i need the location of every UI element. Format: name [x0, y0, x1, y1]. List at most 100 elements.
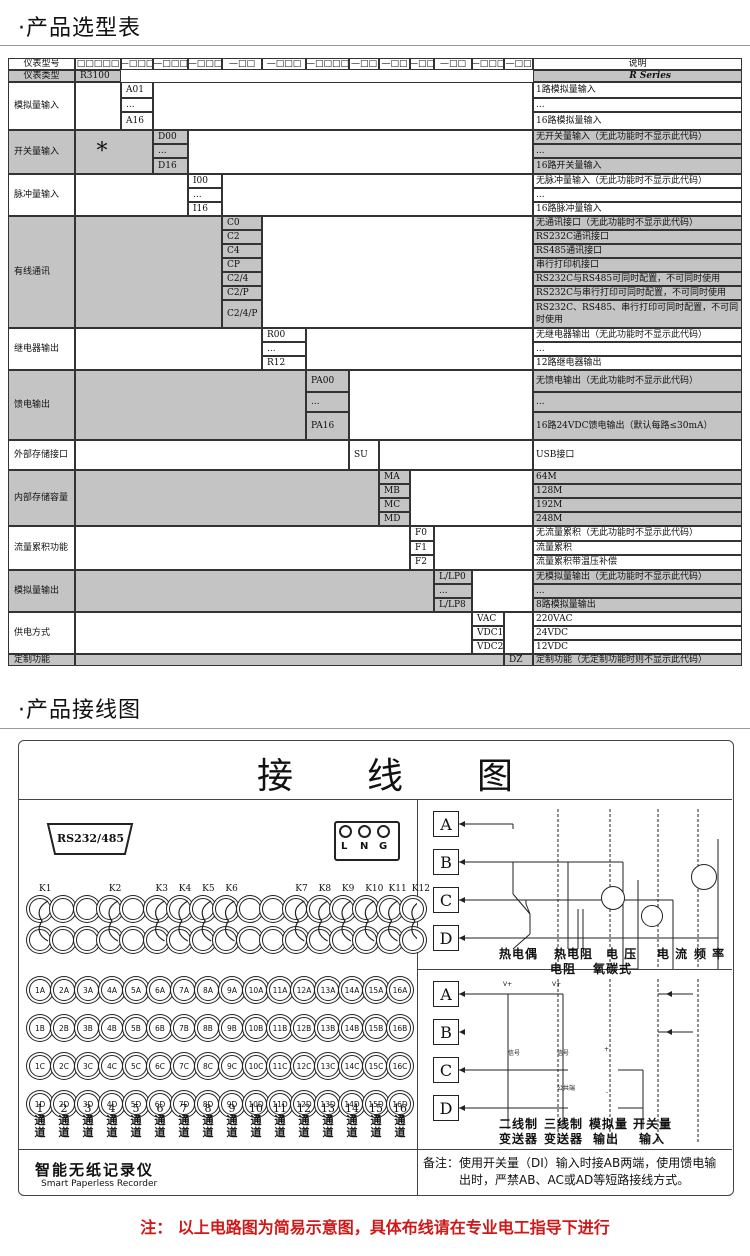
- channel-terminal: 3B: [77, 1017, 99, 1039]
- channel-terminal: 13D: [317, 1093, 339, 1115]
- row-label-analog-in: 模拟量输入: [8, 82, 75, 130]
- channel-word: 通: [34, 1114, 46, 1127]
- channel-word: 道: [82, 1126, 94, 1139]
- header-description-label: 说明: [533, 58, 742, 70]
- relay-label: K8: [318, 884, 332, 894]
- channel-terminal: 10A: [245, 979, 267, 1001]
- channel-terminal-label: 3A: [83, 985, 93, 995]
- channel-terminal: 12A: [293, 979, 315, 1001]
- channel-terminal: 14D: [341, 1093, 363, 1115]
- channel-terminal-label: 12C: [296, 1061, 312, 1071]
- channel-terminal-label: 3C: [82, 1061, 93, 1071]
- option-description: ...: [533, 144, 742, 158]
- row-label-int-storage: 内部存储容量: [8, 470, 75, 526]
- terminal-letter-box: D: [433, 1095, 459, 1121]
- channel-terminal: 9D: [221, 1093, 243, 1115]
- channel-terminal-label: 4D: [106, 1099, 118, 1109]
- channel-terminal-label: 1A: [35, 985, 45, 995]
- channel-terminal-label: 4C: [106, 1061, 117, 1071]
- channel-terminal: 8B: [197, 1017, 219, 1039]
- voltmeter-icon: [601, 886, 625, 910]
- channel-terminal: 15B: [365, 1017, 387, 1039]
- channel-number-digit: 16: [393, 1102, 407, 1115]
- channel-terminal-label: 1B: [35, 1023, 45, 1033]
- relay-label: K2: [108, 884, 122, 894]
- channel-terminal: 16D: [389, 1093, 411, 1115]
- power-screw-icon: [339, 825, 352, 838]
- option-code: D16: [153, 158, 188, 174]
- channel-word: 道: [394, 1126, 406, 1139]
- channel-terminal: 13B: [317, 1017, 339, 1039]
- channel-word: 道: [34, 1126, 46, 1139]
- channel-number-digit: 10: [249, 1102, 263, 1115]
- channel-terminal-label: 11B: [272, 1023, 288, 1033]
- channel-number-digit: 13: [321, 1102, 335, 1115]
- channel-word: 通: [202, 1114, 214, 1127]
- channel-terminal: 7B: [173, 1017, 195, 1039]
- channel-number-digit: 2: [60, 1102, 68, 1115]
- channel-word: 通: [58, 1114, 70, 1127]
- option-code: ...: [306, 392, 349, 412]
- option-description: ...: [533, 342, 742, 356]
- channel-terminal: 3A: [77, 979, 99, 1001]
- row-filler: [75, 82, 121, 130]
- channel-terminal-label: 8D: [202, 1099, 214, 1109]
- channel-word: 通: [394, 1114, 406, 1127]
- row-filler: [75, 526, 410, 570]
- option-code: PA16: [306, 412, 349, 440]
- channel-terminal-label: 9B: [227, 1023, 237, 1033]
- channel-terminal-label: 3B: [83, 1023, 93, 1033]
- signal-type-label: 三线制: [544, 1117, 584, 1131]
- option-code: VDC1: [472, 626, 504, 640]
- row-label-flow: 流量累积功能: [8, 526, 75, 570]
- brand-name-cn: 智能无纸记录仪: [35, 1161, 155, 1179]
- channel-word: 道: [322, 1126, 334, 1139]
- channel-terminal-label: 13B: [320, 1023, 336, 1033]
- channel-terminal-label: 5D: [130, 1099, 142, 1109]
- option-code: VDC2: [472, 640, 504, 654]
- series-logo: R Series: [533, 70, 742, 82]
- relay-label: K9: [341, 884, 355, 894]
- row-filler: [75, 654, 504, 666]
- channel-terminal: 13A: [317, 979, 339, 1001]
- option-description: RS232C通讯接口: [533, 230, 742, 244]
- header-column-code: —□□□□: [306, 58, 349, 70]
- channel-terminal-label: 12A: [296, 985, 312, 995]
- channel-terminal-label: 16B: [392, 1023, 408, 1033]
- channel-number-digit: 6: [156, 1102, 164, 1115]
- channel-terminal: 16C: [389, 1055, 411, 1077]
- channel-word: 通: [130, 1114, 142, 1127]
- header-column-code: —□□: [504, 58, 533, 70]
- channel-number-digit: 14: [345, 1102, 359, 1115]
- bottom-left-divider: [19, 1149, 417, 1150]
- channel-number-digit: 7: [180, 1102, 188, 1115]
- upper-right-divider: [418, 969, 732, 970]
- header-column-code: —□□□: [153, 58, 188, 70]
- channel-terminal-label: 2B: [59, 1023, 69, 1033]
- relay-label: K5: [202, 884, 215, 894]
- signal-type-sublabel: 输入: [639, 1132, 666, 1146]
- row-spacer: [188, 130, 533, 174]
- option-description: 无脉冲量输入（无此功能时不显示此代码）: [533, 174, 742, 188]
- option-description: 流量累积带温压补偿: [533, 555, 742, 570]
- header-column-code: —□□□: [262, 58, 306, 70]
- option-code: C2/4/P: [222, 300, 262, 328]
- channel-terminal-label: 6C: [154, 1061, 165, 1071]
- channel-terminal: 11A: [269, 979, 291, 1001]
- channel-terminal: 4C: [101, 1055, 123, 1077]
- option-code: I16: [188, 202, 222, 216]
- option-description: RS232C与RS485可同时配置，不可同时使用: [533, 272, 742, 286]
- channel-terminal: 5D: [125, 1093, 147, 1115]
- channel-terminal-label: 12D: [296, 1099, 312, 1109]
- channel-terminal-label: 9D: [226, 1099, 238, 1109]
- option-description: 无通讯接口（无此功能时不显示此代码）: [533, 216, 742, 230]
- channel-terminal: 9C: [221, 1055, 243, 1077]
- channel-word: 道: [346, 1126, 358, 1139]
- channel-word: 通: [298, 1114, 310, 1127]
- row-filler: [75, 570, 434, 612]
- terminal-letter-box: B: [433, 1019, 459, 1045]
